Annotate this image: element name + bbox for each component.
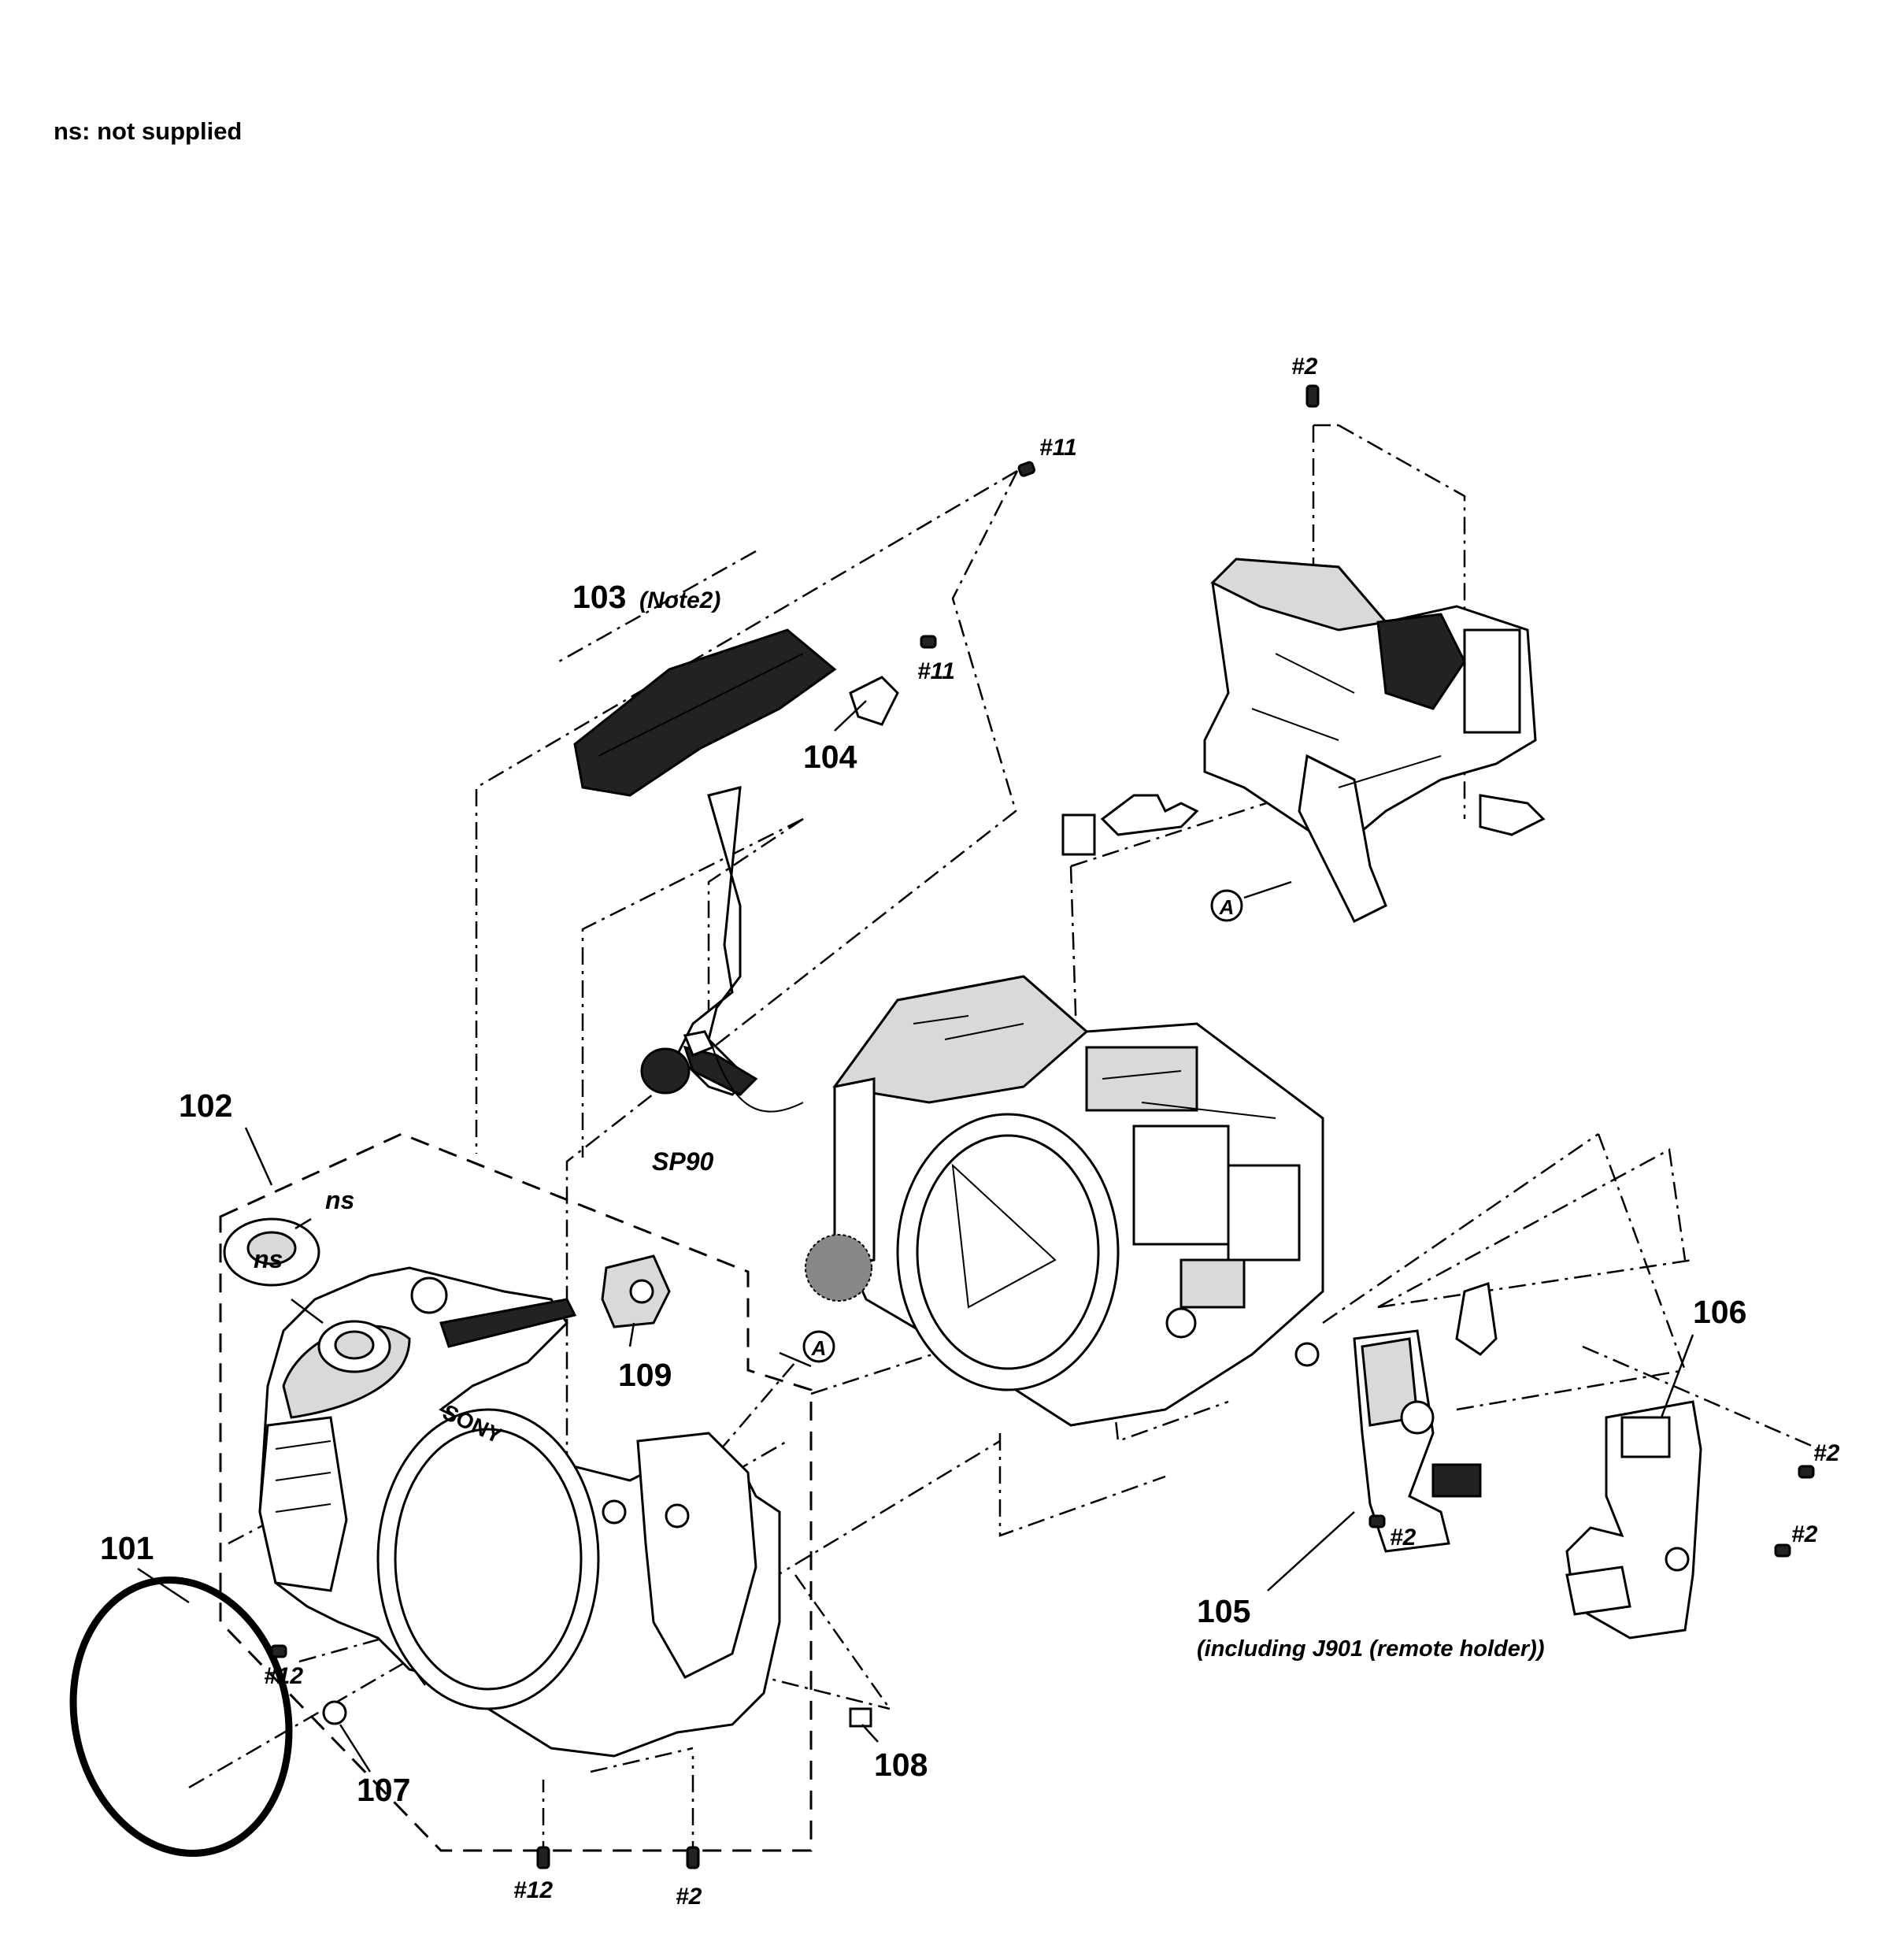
screw-label-11-top: #11 [1039, 435, 1077, 461]
label-sp90: SP90 [652, 1147, 713, 1176]
screw-label-2-bottom: #2 [676, 1884, 702, 1910]
callout-109: 109 [618, 1357, 672, 1393]
part-101-ring [69, 1577, 293, 1857]
sp90-speaker [640, 1030, 804, 1113]
screw-label-2-106b: #2 [1791, 1521, 1818, 1547]
callout-101: 101 [100, 1530, 154, 1566]
part-109-button [601, 1254, 671, 1328]
leader-lines [137, 700, 1694, 1773]
screw-label-2-top: #2 [1291, 354, 1318, 380]
mode-dial [223, 1217, 320, 1287]
screw-icons [270, 384, 1815, 1869]
assembly-lines [188, 424, 1820, 1858]
part-105-plate [1353, 1282, 1498, 1553]
reference-marker-a-top: A [1210, 889, 1243, 922]
part-107-screw [322, 1700, 347, 1725]
svg-text:A: A [811, 1336, 827, 1360]
mirror-box-chassis [805, 975, 1324, 1427]
callout-105: 105 [1197, 1593, 1250, 1629]
callout-108: 108 [874, 1747, 928, 1783]
callout-103: 103 [572, 579, 626, 615]
callout-105-sub: (including J901 (remote holder)) [1197, 1636, 1545, 1662]
label-ns-front: ns [254, 1245, 283, 1273]
screw-label-12-left: #12 [264, 1663, 303, 1689]
svg-text:A: A [1219, 895, 1235, 919]
front-cover-assembly-box [219, 1132, 813, 1852]
part-103-top-flex [573, 628, 837, 1096]
callout-103-note: (Note2) [639, 587, 720, 613]
screw-label-12-bottom: #12 [513, 1877, 553, 1903]
screw-label-2-105: #2 [1390, 1525, 1417, 1551]
callout-107: 107 [357, 1772, 410, 1808]
part-108-clip [849, 1707, 872, 1728]
part-106-bracket [1565, 1400, 1702, 1640]
part-102-front-cover: SONY [258, 1266, 781, 1758]
callout-106: 106 [1693, 1294, 1746, 1330]
screw-label-11-mid: #11 [917, 658, 955, 684]
screw-label-2-106a: #2 [1813, 1440, 1840, 1466]
label-ns-dial: ns [325, 1186, 354, 1214]
callout-104: 104 [803, 739, 857, 775]
reference-marker-a-front: A [802, 1330, 835, 1363]
viewfinder-assembly [1061, 558, 1546, 924]
part-104-bracket [849, 676, 899, 726]
not-supplied-note: ns: not supplied [54, 117, 242, 145]
callout-102: 102 [179, 1087, 232, 1124]
